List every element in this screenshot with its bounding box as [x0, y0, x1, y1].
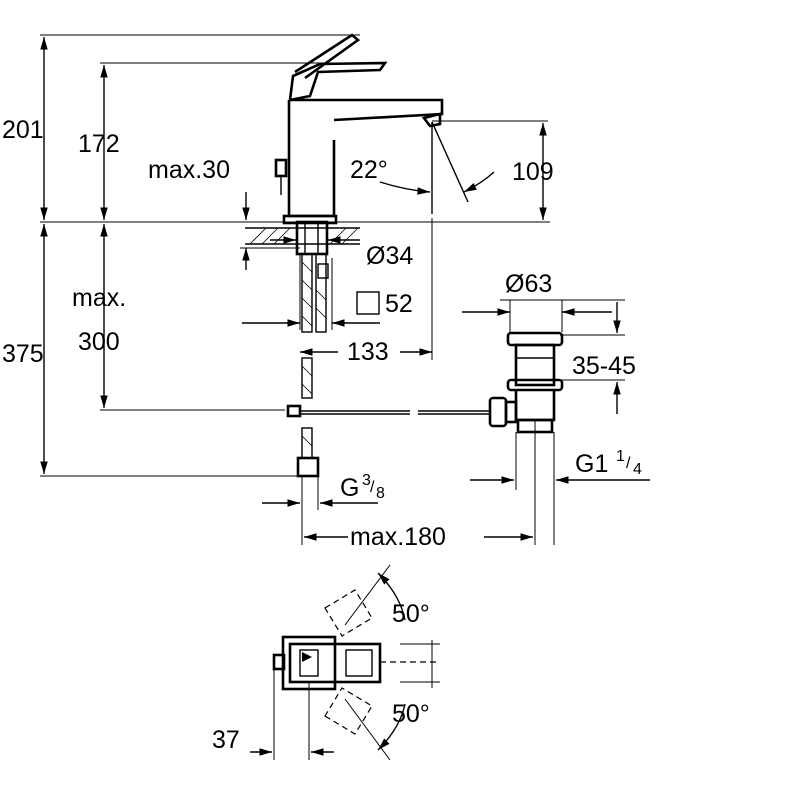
label-max-value: 300 — [78, 328, 120, 356]
basin-section — [245, 227, 360, 245]
label-max-180: max.180 — [350, 523, 446, 551]
label-waste-num: 1 — [616, 448, 625, 465]
label-max-30: max.30 — [148, 156, 230, 184]
label-connection-den: 8 — [376, 485, 385, 502]
label-projection: 133 — [347, 338, 389, 366]
label-connection-slash: / — [370, 479, 375, 496]
label-waste-slash: / — [626, 455, 631, 472]
supply-hoses — [286, 220, 490, 478]
label-flange-square: 52 — [385, 290, 413, 318]
label-waste-thread: G1 — [575, 450, 608, 478]
label-spout-angle: 22° — [350, 156, 388, 184]
label-lever-offset: 37 — [212, 726, 240, 754]
faucet-body — [274, 33, 469, 225]
label-swivel-top: 50° — [392, 600, 430, 628]
side-elevation — [40, 33, 650, 545]
label-swivel-bottom: 50° — [392, 700, 430, 728]
label-waste-den: 4 — [633, 461, 642, 478]
label-connection-num: 3 — [362, 472, 371, 489]
top-view — [250, 564, 440, 761]
label-waste-range: 35-45 — [572, 352, 636, 380]
label-max: max. — [72, 284, 126, 312]
label-total-height: 201 — [2, 116, 44, 144]
label-outlet-height: 109 — [512, 158, 554, 186]
label-depth: 375 — [2, 340, 44, 368]
label-connection-thread: G — [340, 474, 359, 502]
label-hole-diameter: Ø34 — [366, 242, 413, 270]
label-spout-height: 172 — [78, 130, 120, 158]
waste-valve — [488, 331, 564, 434]
label-waste-diameter: Ø63 — [505, 270, 552, 298]
square-symbol — [356, 291, 380, 315]
